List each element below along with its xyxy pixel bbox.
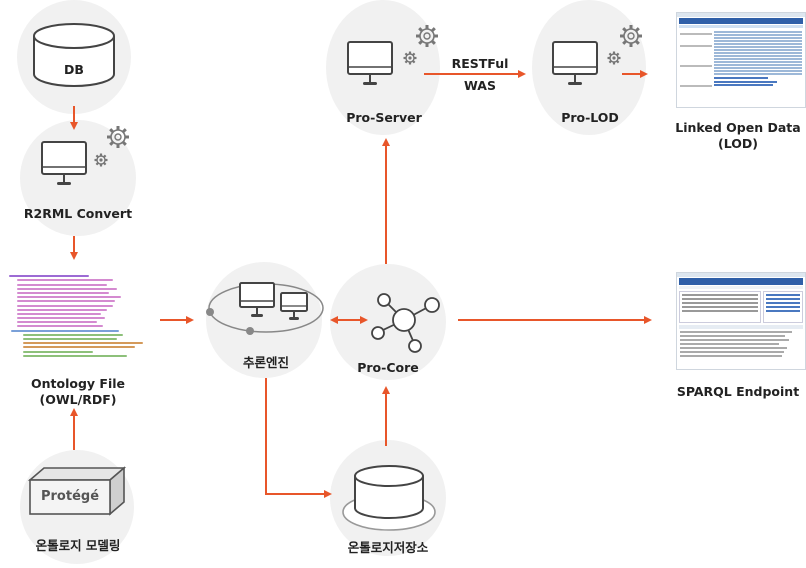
ontology-file-label-line2: (OWL/RDF) <box>39 392 117 407</box>
ontology-file-label-line1: Ontology File <box>31 376 125 391</box>
pro-server-computer-icon <box>347 23 440 86</box>
ontology-store-icon <box>342 465 436 531</box>
protege-box-icon <box>27 466 127 516</box>
pro-core-label: Pro-Core <box>357 360 419 375</box>
pro-lod-computer-icon <box>552 23 644 86</box>
arrow-reasoner-to-store <box>265 378 332 498</box>
lod-label-line2: (LOD) <box>718 136 758 151</box>
pro-lod-label: Pro-LOD <box>561 110 619 125</box>
r2rml-label: R2RML Convert <box>23 206 133 221</box>
sparql-endpoint-label: SPARQL Endpoint <box>676 384 800 399</box>
lod-webpage-thumbnail <box>676 12 806 108</box>
network-hub-icon <box>371 293 440 353</box>
database-icon <box>33 23 115 87</box>
protege-box-label: Protégé <box>40 489 100 504</box>
reasoner-node-bg <box>206 262 322 378</box>
restful-label: RESTFul <box>451 56 509 71</box>
reasoner-label: 추론엔진 <box>242 355 289 370</box>
ontology-modeling-label: 온톨로지 모델링 <box>35 538 121 553</box>
reasoner-icon <box>206 282 324 335</box>
db-label: DB <box>64 62 84 77</box>
was-label: WAS <box>464 78 496 93</box>
ontology-store-label: 온톨로지저장소 <box>347 540 429 555</box>
pro-server-label: Pro-Server <box>346 110 422 125</box>
r2rml-computer-icon <box>41 124 131 186</box>
sparql-webpage-thumbnail <box>676 272 806 370</box>
ontology-code-thumbnail <box>5 270 149 366</box>
lod-label-line1: Linked Open Data <box>675 120 801 135</box>
